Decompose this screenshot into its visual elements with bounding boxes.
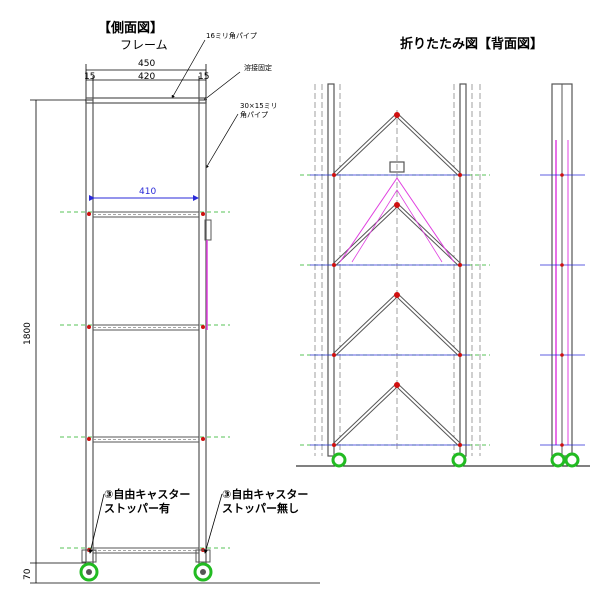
caster-left-label-2: ストッパー有 — [104, 501, 170, 515]
caster-right — [193, 549, 213, 582]
back-view: 折りたたみ図【背面図】 — [296, 36, 590, 468]
folded-shelves — [300, 112, 490, 447]
back-caster-right — [451, 452, 467, 468]
height-dimension — [30, 99, 320, 584]
fold-chevron — [300, 112, 490, 177]
side-view-title: 【側面図】 — [98, 20, 163, 36]
shelf — [60, 211, 230, 218]
dim-caster: 70 — [23, 568, 33, 580]
width-dimensions — [85, 64, 207, 100]
dim-left-margin: 15 — [84, 72, 95, 82]
side-view-subtitle: フレーム — [120, 38, 168, 52]
shelves — [60, 211, 230, 554]
back-view-title: 折りたたみ図【背面図】 — [400, 36, 543, 52]
dim-total-width: 450 — [138, 59, 155, 69]
caster-right-label-2: ストッパー無し — [222, 501, 299, 515]
dim-height: 1800 — [23, 322, 33, 345]
note-side-pipe-2: 角パイプ — [240, 110, 268, 119]
fold-chevron — [300, 292, 490, 357]
caster-left — [79, 549, 99, 582]
back-caster-left — [331, 452, 347, 468]
note-weld: 溶接固定 — [244, 63, 272, 72]
side-view: 【側面図】 フレーム 450 15 420 15 16ミリ角パイプ 溶接固定 3… — [23, 20, 320, 584]
dim-shelf: 410 — [139, 187, 156, 197]
note-top-pipe: 16ミリ角パイプ — [206, 31, 257, 40]
note-side-pipe-1: 30×15ミリ — [240, 102, 278, 110]
dim-right-margin: 15 — [198, 72, 209, 82]
caster-left-label-1: ③自由キャスター — [104, 487, 190, 501]
folded-side-view — [540, 83, 585, 468]
dim-inner: 420 — [138, 72, 155, 82]
fold-chevron — [300, 202, 490, 267]
fold-chevron — [300, 382, 490, 447]
shelf — [60, 324, 230, 331]
caster-right-label-1: ③自由キャスター — [222, 487, 308, 501]
shelf — [60, 436, 230, 443]
